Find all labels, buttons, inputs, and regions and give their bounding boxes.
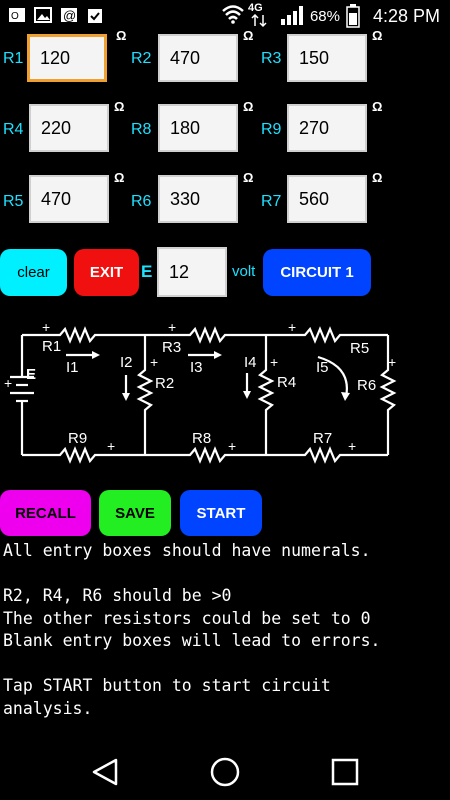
exit-button[interactable]: EXIT [74,249,139,296]
outlook-icon: O [9,8,25,22]
instructions-text: All entry boxes should have numerals. R2… [3,541,381,718]
clock: 4:28 PM [372,6,440,26]
diagram-label-i4: I4 [244,354,257,371]
network-type: 4G [248,2,263,14]
svg-text:+: + [270,354,278,370]
svg-text:O: O [11,11,19,22]
r3-input[interactable] [287,34,367,82]
diagram-label-r6: R6 [357,377,376,394]
label-r8: R8 [131,121,152,138]
ohm-symbol: Ω [372,28,383,43]
svg-text:+: + [150,354,158,370]
label-r2: R2 [131,50,152,67]
ohm-symbol: Ω [243,99,254,114]
status-bar: O @ 4G 68% 4:28 PM [0,0,450,32]
r7-input[interactable] [287,175,367,223]
svg-text:+: + [348,438,356,454]
diagram-label-e: E [26,366,36,383]
e-label: E [141,262,153,281]
svg-text:+: + [107,438,115,454]
voltage-input[interactable] [157,247,227,297]
svg-text:+: + [388,354,396,370]
label-r3: R3 [261,50,282,67]
email-icon: @ [61,8,77,23]
svg-text:+: + [228,438,236,454]
recents-icon [331,758,359,786]
diagram-label-r4: R4 [277,374,296,391]
home-button[interactable] [205,752,245,792]
ohm-symbol: Ω [243,28,254,43]
circuit-diagram: + + + + + + + + + + E R1 I1 I2 R2 R3 I3 … [4,319,397,464]
ohm-symbol: Ω [116,28,127,43]
ohm-symbol: Ω [372,99,383,114]
r6-input[interactable] [158,175,238,223]
back-button[interactable] [85,752,125,792]
ohm-symbol: Ω [243,170,254,185]
label-r4: R4 [3,121,24,138]
volt-label: volt [232,263,256,280]
label-r6: R6 [131,193,152,210]
svg-text:@: @ [63,8,76,23]
label-r7: R7 [261,193,282,210]
navigation-bar [0,740,450,800]
label-r9: R9 [261,121,282,138]
diagram-label-r7: R7 [313,430,332,447]
r1-input[interactable] [27,34,107,82]
ohm-symbol: Ω [372,170,383,185]
data-arrows-icon [251,14,267,28]
back-icon [92,758,118,786]
battery-percent: 68% [309,8,340,25]
save-button[interactable]: SAVE [99,490,171,536]
svg-text:+: + [168,319,176,335]
diagram-label-r5: R5 [350,340,369,357]
wifi-icon [222,5,244,24]
start-button[interactable]: START [180,490,262,536]
signal-icon [281,6,303,25]
r8-input[interactable] [158,104,238,152]
diagram-label-i2: I2 [120,354,133,371]
r4-input[interactable] [29,104,109,152]
diagram-label-i5: I5 [316,359,329,376]
clipboard-check-icon [88,9,102,23]
svg-text:+: + [288,319,296,335]
diagram-label-r3: R3 [162,339,181,356]
label-r5: R5 [3,193,24,210]
recents-button[interactable] [325,752,365,792]
svg-text:+: + [4,375,12,391]
diagram-label-i1: I1 [66,359,79,376]
r9-input[interactable] [287,104,367,152]
svg-text:+: + [42,319,50,335]
recall-button[interactable]: RECALL [0,490,91,536]
diagram-label-r9: R9 [68,430,87,447]
circuit-button[interactable]: CIRCUIT 1 [263,249,371,296]
diagram-label-r1: R1 [42,338,61,355]
ohm-symbol: Ω [114,170,125,185]
label-r1: R1 [3,50,24,67]
battery-icon [346,4,360,28]
home-icon [210,757,240,787]
diagram-label-r8: R8 [192,430,211,447]
diagram-label-r2: R2 [155,375,174,392]
clear-button[interactable]: clear [0,249,67,296]
gallery-icon [34,7,52,23]
r2-input[interactable] [158,34,238,82]
ohm-symbol: Ω [114,99,125,114]
diagram-label-i3: I3 [190,359,203,376]
r5-input[interactable] [29,175,109,223]
